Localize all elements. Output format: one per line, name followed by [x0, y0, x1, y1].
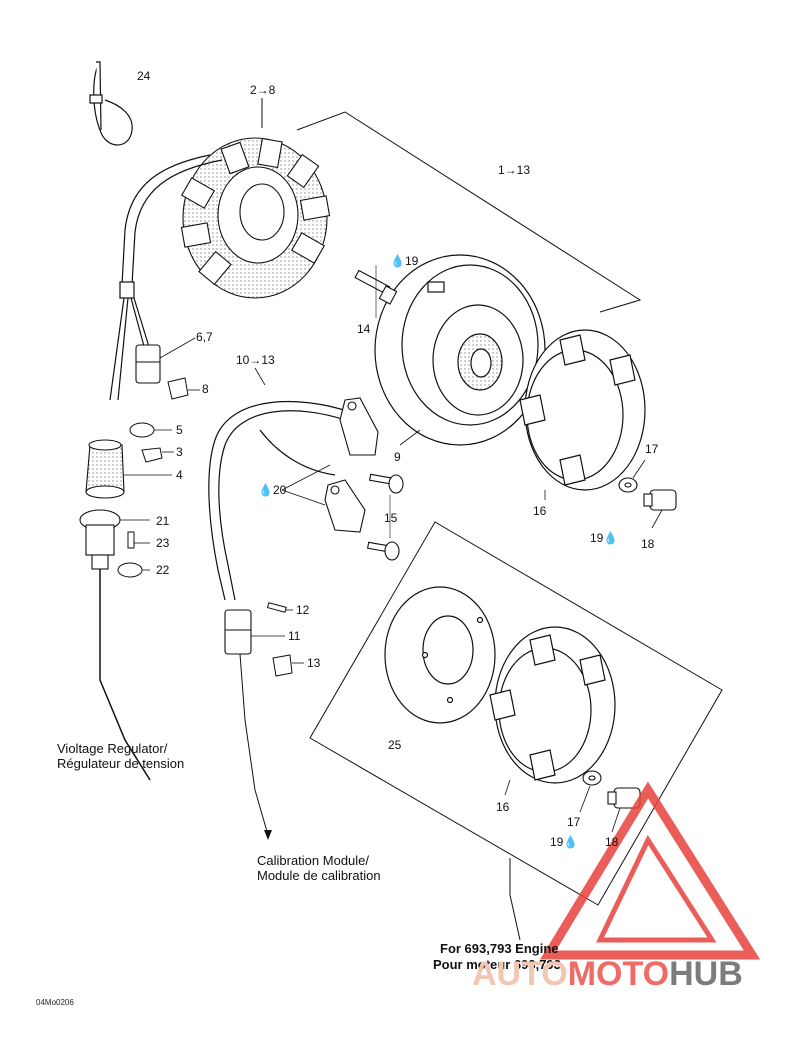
document-code: 04Mo0206: [36, 998, 74, 1007]
loctite-drop-icon: 💧: [563, 835, 579, 849]
voltage-regulator-caption-en: Violtage Regulator/: [57, 741, 168, 756]
part-label-2-8: 2→8: [250, 83, 276, 97]
part-label-9: 9: [394, 450, 401, 464]
pin-part-12: [266, 602, 287, 613]
part-label-18-lower: 18: [605, 835, 619, 849]
washer-part-17-lower: [582, 770, 602, 786]
bolt-part-14: [354, 269, 398, 305]
drive-ring-part-16-lower: [489, 626, 616, 784]
engine-caption-fr: Pour moteur 693,793: [433, 957, 561, 972]
part-label-16-lower: 16: [496, 800, 510, 814]
part-label-17-lower: 17: [567, 815, 581, 829]
engine-kit-frame: [309, 521, 723, 906]
calibration-module-caption-en: Calibration Module/: [257, 853, 370, 868]
stator-part-2-8: [180, 137, 331, 299]
part-label-19-c: 19💧: [550, 835, 579, 849]
part-label-22: 22: [156, 563, 170, 577]
tie-wrap-part-24: [89, 61, 133, 146]
calibration-module-caption-fr: Module de calibration: [257, 868, 381, 883]
grommet-part-4: [85, 439, 125, 499]
pin-part-23: [127, 531, 135, 549]
part-label-3: 3: [176, 445, 183, 459]
terminal-part-3: [141, 447, 163, 463]
watermark-text-auto: AUTO: [472, 955, 568, 993]
part-label-19-b: 19💧: [590, 531, 619, 545]
part-label-20: 💧20: [258, 483, 287, 497]
grommet-part-22: [117, 562, 143, 578]
connector-part-11: [224, 609, 252, 655]
part-label-23: 23: [156, 536, 170, 550]
washer-part-17-top: [618, 477, 638, 493]
part-label-21: 21: [156, 514, 170, 528]
part-label-1-13: 1→13: [498, 163, 531, 177]
connector-part-6-7: [135, 344, 161, 384]
part-label-13: 13: [307, 656, 321, 670]
part-label-4: 4: [176, 468, 183, 482]
part-label-11: 11: [288, 629, 301, 643]
part-label-24: 24: [137, 69, 151, 83]
part-label-5: 5: [176, 423, 183, 437]
clip-part-8: [167, 377, 189, 400]
screw-part-18-top: [643, 489, 677, 511]
part-label-19-a: 💧19: [390, 254, 419, 268]
part-label-17-top: 17: [645, 442, 659, 456]
trigger-coil-part-20: [324, 397, 379, 533]
engine-caption-en: For 693,793 Engine: [440, 941, 559, 956]
group-bracket-1-13: [296, 111, 642, 313]
calibration-harness: [208, 400, 351, 601]
watermark-triangle: [540, 781, 761, 960]
part-label-6-7: 6,7: [196, 330, 213, 344]
part-label-12: 12: [296, 603, 310, 617]
part-label-14: 14: [357, 322, 371, 336]
drive-ring-part-16-top: [519, 329, 646, 491]
watermark-logo: AUTOMOTOHUB: [472, 955, 743, 995]
flywheel-part-9: [374, 254, 546, 446]
clip-part-13: [272, 654, 293, 677]
loctite-drop-icon: 💧: [603, 531, 619, 545]
part-label-15: 15: [384, 511, 398, 525]
loctite-drop-icon: 💧: [258, 483, 273, 497]
clamp-part-21: [79, 509, 121, 570]
watermark-text-moto: MOTO: [567, 955, 670, 993]
trigger-plate-part-25: [384, 586, 496, 724]
part-label-25: 25: [388, 738, 402, 752]
loctite-drop-icon: 💧: [390, 254, 405, 268]
watermark-text-hub: HUB: [669, 955, 743, 993]
screw-part-15: [366, 473, 404, 561]
grommet-part-5: [129, 422, 155, 438]
part-label-18-top: 18: [641, 537, 655, 551]
part-label-8: 8: [202, 382, 209, 396]
part-label-10-13: 10→13: [236, 353, 275, 367]
part-label-16-top: 16: [533, 504, 547, 518]
voltage-regulator-caption-fr: Régulateur de tension: [57, 756, 185, 771]
stator-wire-harness: [109, 154, 223, 401]
